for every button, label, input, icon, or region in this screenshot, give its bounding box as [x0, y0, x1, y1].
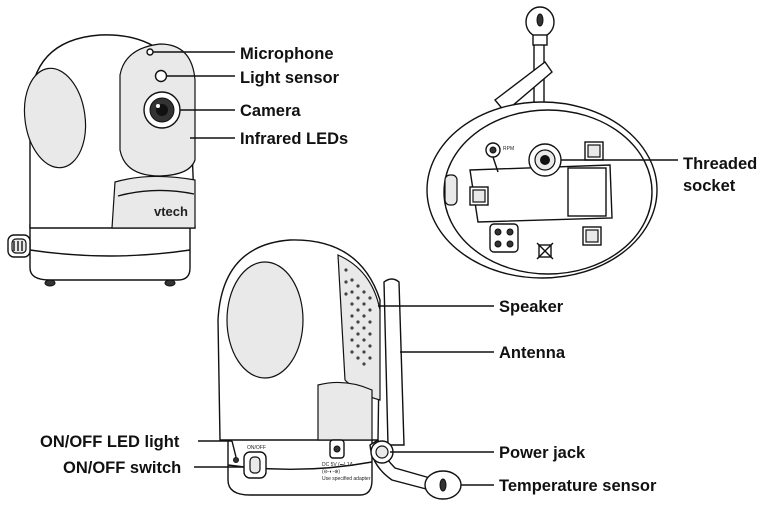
microphone-hole	[146, 48, 154, 56]
label-light-sensor: Light sensor	[240, 69, 340, 87]
rating-line-2: (⊖-◐-⊕)	[322, 469, 340, 475]
label-threaded-socket-line1: Threaded	[683, 155, 757, 173]
label-microphone: Microphone	[240, 45, 334, 63]
onoff-marking: ON/OFF	[247, 445, 266, 451]
camera-lens-icon	[143, 91, 181, 129]
label-camera: Camera	[240, 102, 301, 120]
antenna-shape	[383, 278, 405, 446]
camera-back-view: ON/OFF DC 5V (⎓) 1A (⊖-◐-⊕) Use specifie…	[217, 239, 462, 500]
brand-logo: vtech	[154, 204, 188, 219]
threaded-socket-icon	[528, 143, 562, 177]
camera-front-view: vtech	[7, 34, 196, 287]
light-sensor-dot	[154, 69, 168, 83]
speaker-grille	[344, 268, 372, 366]
label-antenna: Antenna	[499, 344, 566, 362]
rating-line-3: Use specified adapter	[322, 476, 371, 482]
label-onoff-led-light: ON/OFF LED light	[40, 433, 180, 451]
label-temperature-sensor: Temperature sensor	[499, 477, 657, 495]
bottom-marking: RPM	[503, 146, 514, 152]
onoff-switch-icon	[243, 451, 267, 479]
label-speaker: Speaker	[499, 298, 564, 316]
cable-clip-icon	[7, 234, 31, 258]
label-threaded-socket-line2: socket	[683, 177, 736, 195]
camera-bottom-view: RPM	[426, 6, 658, 279]
weee-bin-icon	[536, 242, 554, 260]
label-power-jack: Power jack	[499, 444, 586, 462]
power-jack-icon	[329, 439, 345, 459]
label-infrared-leds: Infrared LEDs	[240, 130, 348, 148]
onoff-led-dot	[233, 457, 239, 463]
rating-line-1: DC 5V (⎓) 1A	[322, 462, 354, 468]
label-onoff-switch: ON/OFF switch	[63, 459, 181, 477]
temperature-sensor-icon	[424, 470, 462, 500]
